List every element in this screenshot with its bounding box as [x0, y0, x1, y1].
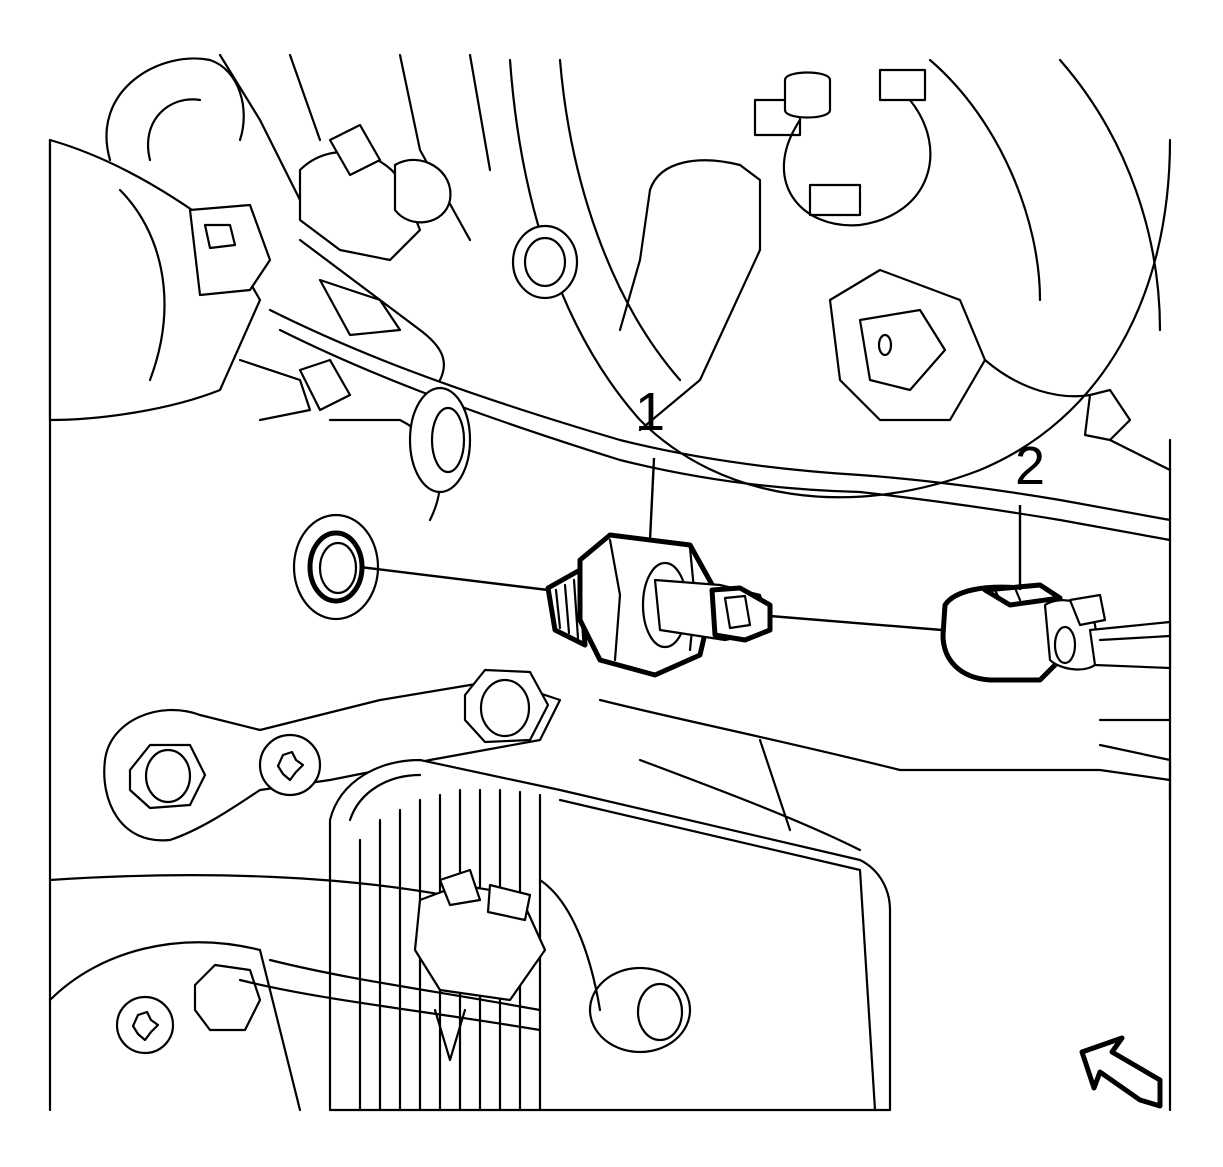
leader-lines [359, 457, 1022, 632]
harness-connector-upper-left [48, 123, 472, 522]
knock-sensor [545, 532, 773, 678]
assembly-line-port-to-sensor [359, 565, 549, 592]
callout-label-2: 2 [1015, 436, 1045, 496]
assembly-line-sensor-to-connector [769, 614, 943, 632]
lower-bracket-and-cooler [48, 668, 1172, 1112]
engine-block-outline [48, 53, 1172, 1112]
harness-connector-sensor [940, 582, 1172, 683]
callout-label-1: 1 [635, 382, 665, 442]
callout-1-leader [648, 457, 656, 541]
view-direction-arrow-icon [1079, 1035, 1163, 1109]
